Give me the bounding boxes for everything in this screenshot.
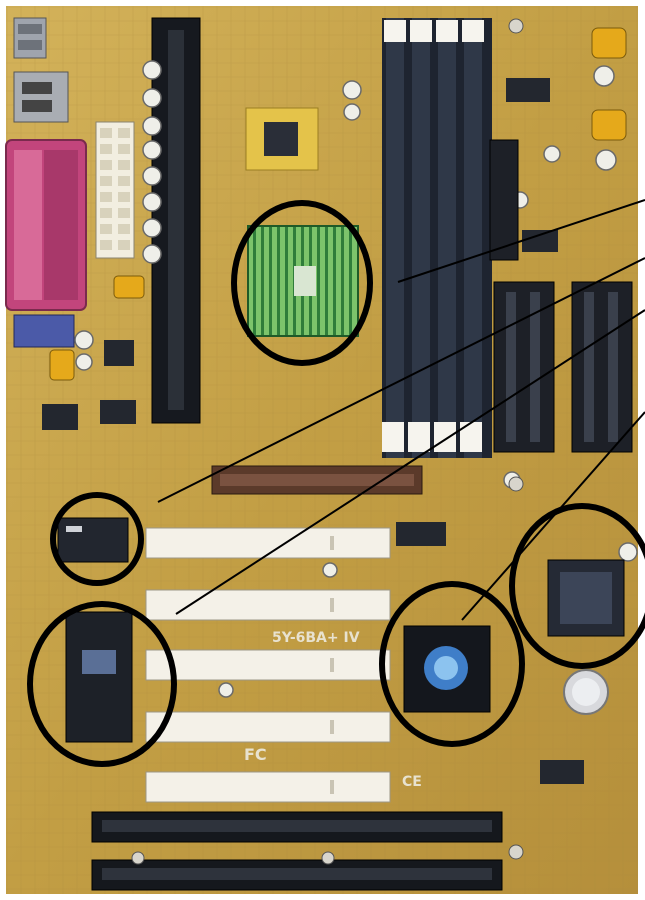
callout-circles bbox=[27, 200, 645, 767]
com-port bbox=[13, 314, 75, 348]
callout-southbridge bbox=[379, 581, 525, 747]
parallel-port bbox=[5, 139, 87, 311]
bios-rom-chip bbox=[65, 611, 133, 743]
ce-mark: CE bbox=[402, 774, 422, 790]
callout-io-chip bbox=[50, 492, 144, 586]
inductors bbox=[49, 27, 627, 381]
model-label: 5Y-6BA+ IV bbox=[272, 630, 360, 646]
mounting-holes bbox=[131, 18, 524, 865]
atx-power-connector bbox=[95, 121, 135, 259]
io-chip bbox=[57, 517, 129, 563]
cmos-battery bbox=[563, 669, 609, 715]
callout-northbridge bbox=[231, 200, 373, 366]
pci-slots bbox=[145, 527, 391, 803]
capacitors bbox=[74, 60, 638, 698]
small-chips bbox=[42, 78, 584, 784]
southbridge-chip bbox=[403, 625, 491, 713]
super-io-chip bbox=[547, 559, 625, 637]
fcc-mark: FC bbox=[244, 745, 267, 764]
callout-bios bbox=[27, 601, 177, 767]
ide-connectors bbox=[489, 139, 633, 453]
cpu-slot bbox=[151, 17, 201, 424]
dimm-slots bbox=[382, 18, 492, 458]
callout-super-io bbox=[509, 503, 645, 669]
northbridge-heatsink bbox=[247, 225, 359, 337]
rear-io-ports bbox=[13, 17, 69, 123]
